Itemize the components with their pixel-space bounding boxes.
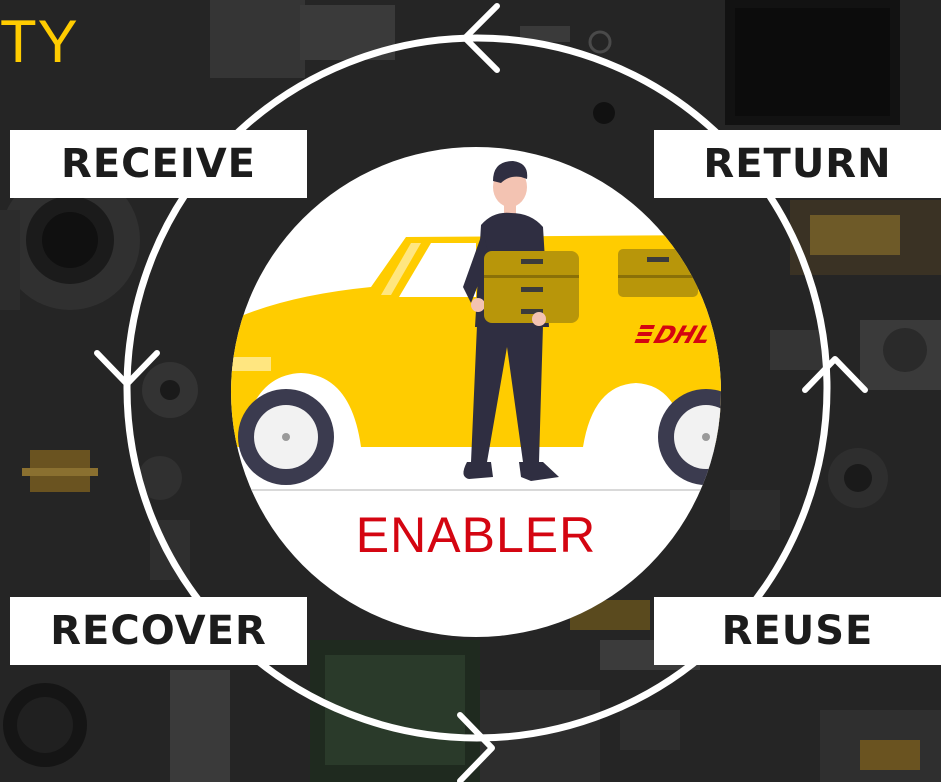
cycle-ring-circle [123, 34, 831, 742]
step-receive-label: RECEIVE [10, 130, 307, 198]
step-return-label: RETURN [654, 130, 941, 198]
delivery-illustration: DHL [231, 161, 721, 491]
parcel-box-icon [618, 249, 698, 297]
arrow-bottom-icon [457, 712, 495, 782]
enabler-title: ENABLER [355, 507, 597, 563]
held-parcel-icon [484, 251, 579, 323]
dhl-mark: DHL [634, 321, 716, 349]
arrow-top-icon [462, 3, 500, 73]
arrow-left-icon [94, 350, 160, 387]
step-reuse-label: REUSE [654, 597, 941, 665]
arrow-right-icon [802, 356, 868, 393]
page-heading-fragment: TY [0, 8, 79, 75]
cycle-arrow-icon [94, 3, 868, 782]
enabler-circle: DHL [231, 147, 721, 637]
delivery-truck-icon: DHL [231, 235, 721, 485]
vehicle-brand-text: DHL [650, 321, 715, 349]
step-recover-label: RECOVER [10, 597, 307, 665]
courier-figure-icon [463, 161, 579, 481]
